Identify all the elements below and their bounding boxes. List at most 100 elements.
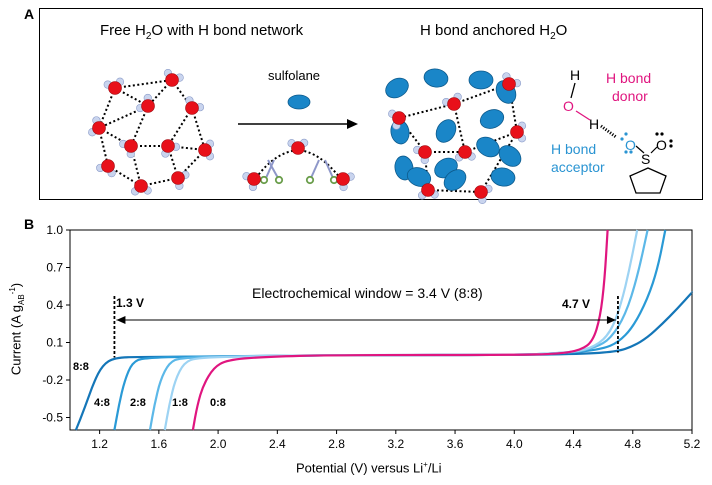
series-label-0-8: 0:8 (210, 397, 226, 409)
left-title-post: O with H bond network (151, 22, 304, 39)
ylabel-sub: AB (16, 294, 26, 305)
water-pair-right (336, 172, 355, 192)
water-molecule-0 (103, 77, 125, 95)
oh-bond-donor (575, 110, 591, 121)
series-label-1-8: 1:8 (172, 397, 188, 409)
sulfolane-molecule (498, 145, 522, 167)
xlabel-sup: + (423, 460, 428, 469)
right-title-sub: 2 (550, 31, 556, 42)
series-label-4-8: 4:8 (94, 397, 110, 409)
x-tick-label: 4.8 (624, 437, 641, 451)
series-line-0-8 (191, 229, 609, 431)
atom-o-second: O (656, 137, 667, 153)
scissors-left-icon (259, 159, 284, 185)
series-line-1-8 (163, 229, 639, 431)
sulfolane-molecule (443, 169, 467, 191)
sulfolane-molecule (423, 68, 449, 88)
xlabel-pre: Potential (V) versus Li (296, 460, 424, 476)
hbond-scheme (570, 82, 673, 194)
x-tick-label: 2.4 (269, 437, 286, 451)
y-tick-label: 0.7 (46, 261, 63, 275)
x-tick-label: 4.4 (565, 437, 582, 451)
window-arrowhead-right (606, 316, 616, 324)
y-axis-label: Current (A gAB-1) (8, 269, 26, 389)
sulfolane-molecule (406, 167, 432, 187)
acceptor-label-line1: H bond (551, 141, 597, 157)
water-molecule-6 (161, 139, 181, 158)
hbond-dashed (600, 124, 617, 139)
series-line-4-8 (113, 229, 667, 431)
panel-b-letter: B (24, 216, 35, 232)
series-label-2-8: 2:8 (130, 397, 146, 409)
water-molecule-4 (88, 116, 106, 137)
left-water-molecules (88, 68, 215, 196)
sulfolane-molecule (468, 70, 494, 90)
ylabel-sup: -1 (8, 287, 18, 295)
atom-h-top: H (570, 67, 581, 83)
right-limit-label: 4.7 V (562, 297, 591, 311)
sulfolane-ring (629, 167, 667, 194)
x-tick-label: 3.2 (387, 437, 404, 451)
y-tick-label: -0.2 (42, 373, 63, 387)
oh-bond-top (570, 82, 576, 99)
water-molecule-5 (119, 139, 138, 159)
anchored-water-1 (502, 72, 522, 91)
x-tick-label: 1.6 (151, 437, 168, 451)
y-tick-label: -0.5 (42, 411, 63, 425)
anchored-water-4 (413, 145, 432, 165)
water-pair-left (242, 172, 261, 192)
x-tick-label: 2.0 (210, 437, 227, 451)
electrochemical-window-label: Electrochemical window = 3.4 V (8:8) (252, 285, 483, 301)
right-title-post: O (555, 22, 568, 39)
xlabel-post: /Li (427, 460, 442, 476)
panel-a-letter: A (24, 6, 35, 22)
water-molecule-3 (185, 96, 205, 115)
panel-a-left-title: Free H2O with H bond network (100, 22, 303, 42)
ylabel-pre: Current (A g (8, 304, 24, 376)
x-tick-label: 3.6 (447, 437, 464, 451)
sulfolane-molecule (490, 167, 516, 187)
atom-s: S (641, 151, 651, 167)
y-tick-label: 0.1 (46, 336, 63, 350)
panel-a-right-title: H bond anchored H2O (420, 22, 567, 42)
ylabel-post: ) (8, 282, 24, 288)
x-tick-label: 1.2 (91, 437, 108, 451)
anchored-water-3 (510, 121, 527, 143)
x-tick-label: 4.0 (506, 437, 523, 451)
sulfolane-molecule (435, 119, 457, 143)
x-tick-label: 5.2 (684, 437, 701, 451)
donor-label-line2: donor (612, 88, 648, 104)
atom-h-donor: H (589, 116, 600, 132)
sulfolane-molecule (479, 109, 505, 129)
anchored-water-0 (442, 92, 462, 111)
anchored-water-6 (418, 183, 439, 200)
water-pair-center (287, 138, 309, 155)
anchored-water-5 (455, 145, 476, 162)
sulfolane-icon (287, 94, 311, 110)
y-tick-label: 0.4 (46, 298, 63, 312)
breaking-hbond-pair (242, 138, 355, 192)
water-molecule-7 (198, 139, 215, 161)
right-sulfolane-molecules (385, 68, 522, 191)
so-bond-1 (635, 145, 645, 154)
anchored-water-7 (474, 184, 493, 204)
right-water-molecules (388, 72, 527, 204)
left-title-pre: Free H (100, 22, 146, 39)
sulfolane-molecule (385, 77, 409, 99)
reaction-arrow-head (347, 119, 358, 129)
right-title-pre: H bond anchored H (420, 22, 551, 39)
sulfolane-label: sulfolane (268, 68, 321, 83)
sulfolane-molecule (476, 136, 500, 158)
water-molecule-10 (171, 170, 190, 190)
water-molecule-9 (131, 179, 152, 196)
atom-o-acceptor: O (625, 137, 636, 153)
plot-frame (69, 229, 693, 431)
left-title-sub: 2 (145, 31, 152, 42)
left-limit-label: 1.3 V (116, 296, 145, 310)
acceptor-label-line2: acceptor (551, 159, 605, 175)
water-molecule-8 (96, 159, 116, 178)
so-bond-2 (650, 146, 658, 154)
x-tick-label: 2.8 (328, 437, 345, 451)
panel-a-frame (39, 8, 703, 200)
